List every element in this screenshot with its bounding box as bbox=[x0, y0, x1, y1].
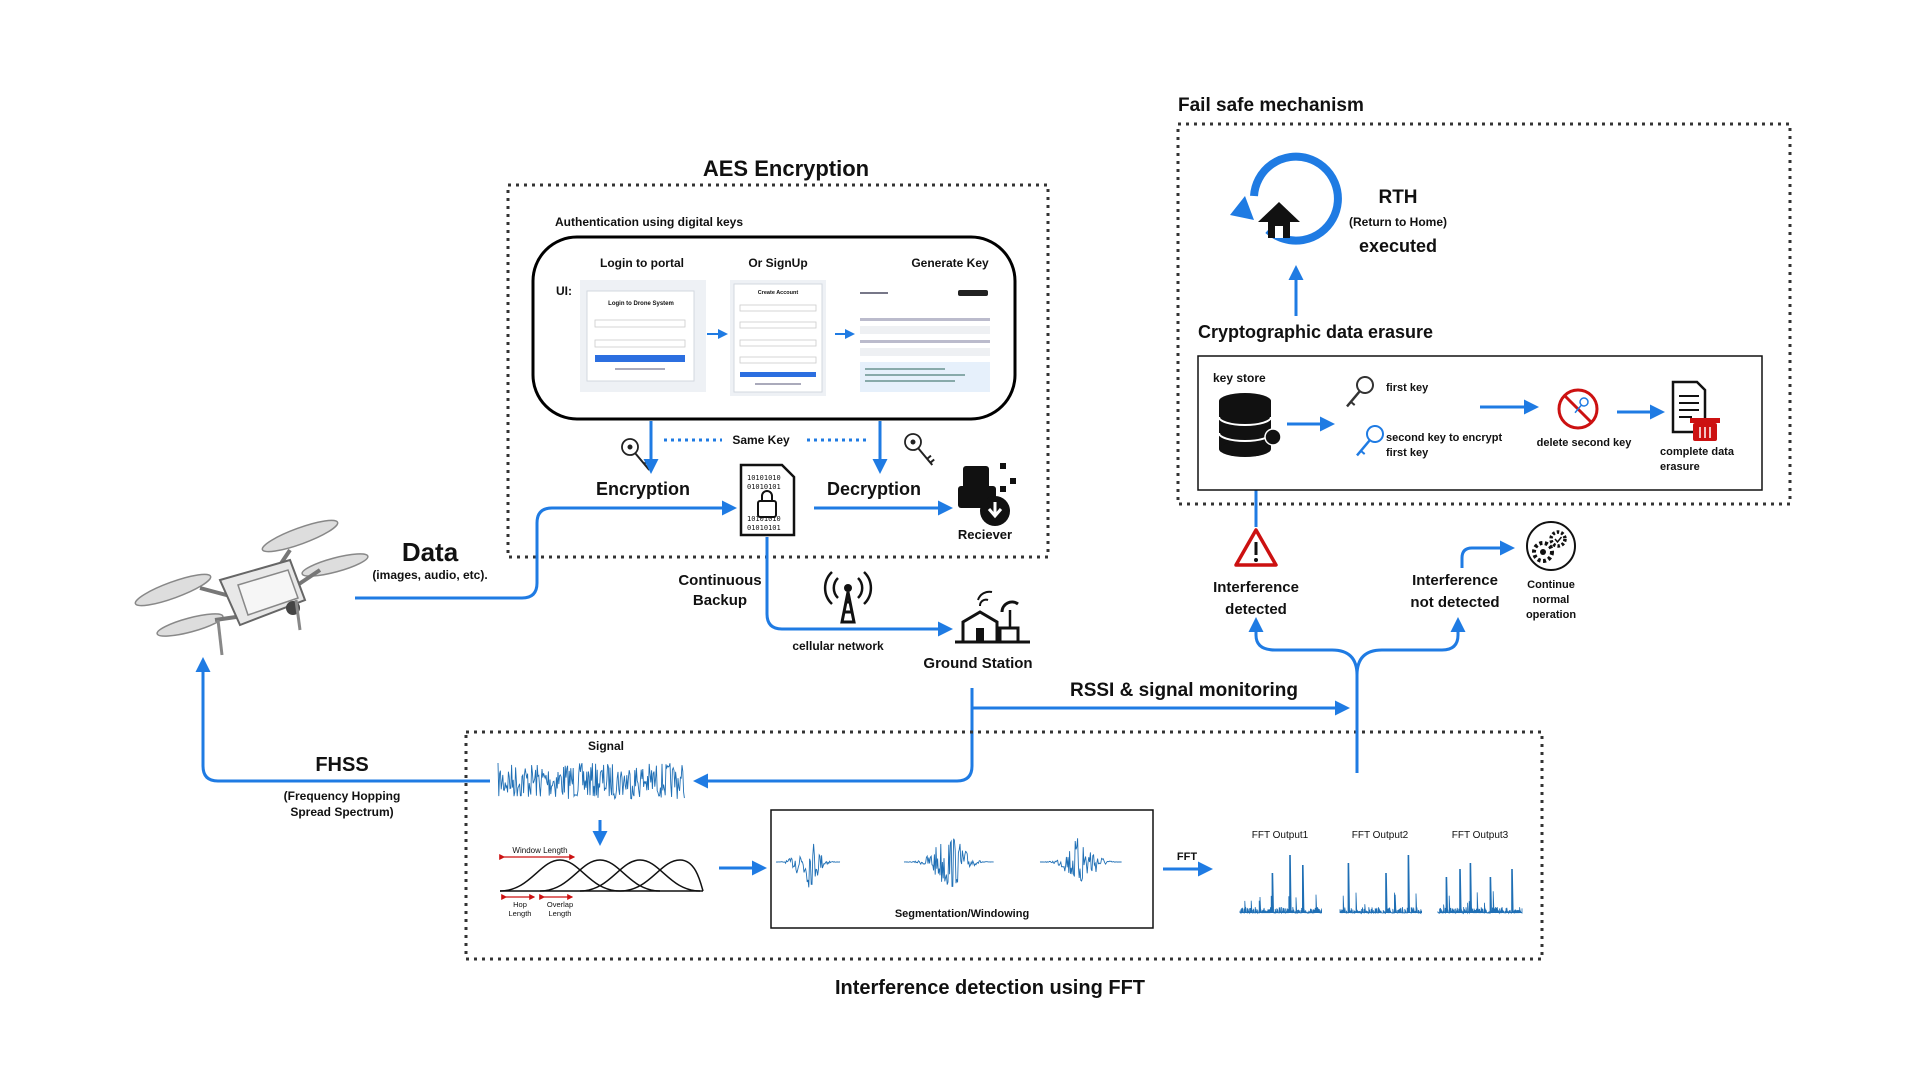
arrow-ground-to-signal bbox=[693, 688, 974, 789]
rth-label: RTH bbox=[1378, 187, 1417, 208]
failsafe-section: Fail safe mechanism RTH (Return to Home)… bbox=[1176, 95, 1792, 506]
fft-output2-spectrum bbox=[1339, 854, 1422, 915]
encryption-label: Encryption bbox=[596, 479, 690, 499]
drone-image bbox=[134, 519, 369, 656]
executed-label: executed bbox=[1359, 236, 1437, 256]
interference-detected-2: detected bbox=[1225, 601, 1287, 618]
erasure-title: Cryptographic data erasure bbox=[1198, 322, 1433, 342]
fft-section: Signal Window Length Hop Length Overlap … bbox=[464, 730, 1544, 961]
ground-station-icon bbox=[955, 590, 1030, 644]
continue-3: operation bbox=[1526, 609, 1576, 621]
segmentation-box bbox=[770, 809, 1154, 929]
complete-erasure-2: erasure bbox=[1660, 461, 1700, 473]
hop-label-1: Hop bbox=[513, 900, 527, 909]
receiver-icon bbox=[958, 463, 1016, 526]
continue-2: normal bbox=[1533, 594, 1570, 606]
database-icon bbox=[1218, 393, 1282, 457]
svg-text:10101010: 10101010 bbox=[747, 515, 781, 523]
fft-output-spectra bbox=[1239, 854, 1523, 915]
interference-detected-1: Interference bbox=[1213, 579, 1299, 596]
window-illustration bbox=[499, 854, 704, 900]
ui-label: UI: bbox=[556, 284, 572, 298]
warning-icon bbox=[1234, 528, 1278, 567]
same-key-label: Same Key bbox=[732, 433, 790, 447]
arrow-not-detected-to-continue bbox=[1460, 540, 1515, 568]
arrow-fhss-to-drone bbox=[195, 657, 490, 783]
arrow-backup-to-ground bbox=[765, 537, 953, 637]
ground-station-label: Ground Station bbox=[923, 655, 1032, 672]
document-erase-icon bbox=[1671, 380, 1720, 441]
delete-key-icon bbox=[1557, 388, 1599, 430]
first-key-icon bbox=[1346, 376, 1374, 408]
fft-dotted-frame bbox=[464, 730, 1544, 961]
cell-tower-icon bbox=[823, 571, 873, 624]
fhss-sub-2: Spread Spectrum) bbox=[290, 805, 393, 819]
rssi-label: RSSI & signal monitoring bbox=[1070, 680, 1298, 701]
continue-1: Continue bbox=[1527, 579, 1575, 591]
failsafe-title: Fail safe mechanism bbox=[1178, 95, 1364, 116]
col-signup-label: Or SignUp bbox=[748, 256, 807, 270]
login-screenshot: Login to Drone System bbox=[580, 280, 706, 392]
decryption-label: Decryption bbox=[827, 479, 921, 499]
second-key-label-1: second key to encrypt bbox=[1386, 432, 1502, 444]
failsafe-dotted-frame bbox=[1176, 122, 1792, 506]
receiver-label: Reciever bbox=[958, 527, 1012, 542]
delete-second-key-label: delete second key bbox=[1537, 437, 1633, 449]
fft-arrow-label: FFT bbox=[1177, 851, 1197, 863]
fft-section-title: Interference detection using FFT bbox=[835, 977, 1145, 999]
arrow-data-to-encryption bbox=[355, 506, 560, 600]
signal-wave-path bbox=[497, 762, 685, 800]
fhss-sub-1: (Frequency Hopping bbox=[284, 789, 401, 803]
interference-not-detected-2: not detected bbox=[1410, 594, 1499, 611]
signup-screenshot: Create Account bbox=[730, 280, 826, 396]
backup-label-1: Continuous bbox=[678, 572, 761, 589]
signal-label: Signal bbox=[588, 739, 624, 753]
login-card-title: Login to Drone System bbox=[608, 301, 674, 307]
svg-text:01010101: 01010101 bbox=[747, 483, 781, 491]
second-key-icon bbox=[1356, 425, 1384, 457]
overlap-label-1: Overlap bbox=[547, 900, 573, 909]
col-login-label: Login to portal bbox=[600, 256, 684, 270]
col-generate-label: Generate Key bbox=[911, 256, 989, 270]
complete-erasure-1: complete data bbox=[1660, 446, 1735, 458]
fhss-title: FHSS bbox=[315, 754, 368, 776]
svg-text:01010101: 01010101 bbox=[747, 524, 781, 532]
aes-encryption-section: AES Encryption Authentication using digi… bbox=[506, 156, 1050, 559]
overlap-label-2: Length bbox=[549, 909, 572, 918]
gears-icon bbox=[1526, 521, 1576, 571]
generate-key-screenshot bbox=[856, 284, 990, 394]
interference-not-detected-1: Interference bbox=[1412, 572, 1498, 589]
fft-output3-spectrum bbox=[1437, 862, 1523, 915]
signal-waveform bbox=[497, 762, 685, 800]
branch-flow-right bbox=[1355, 617, 1466, 676]
rth-sub-label: (Return to Home) bbox=[1349, 215, 1447, 229]
hop-label-2: Length bbox=[509, 909, 532, 918]
segment-wave-3 bbox=[1039, 838, 1122, 882]
auth-title: Authentication using digital keys bbox=[555, 215, 743, 229]
first-key-label: first key bbox=[1386, 382, 1429, 394]
data-title: Data bbox=[402, 537, 459, 567]
fft-output1-spectrum bbox=[1239, 854, 1322, 915]
segment-wave-1 bbox=[775, 843, 841, 888]
fft-output2-label: FFT Output2 bbox=[1352, 830, 1409, 841]
segment-waveforms bbox=[775, 838, 1122, 888]
svg-text:10101010: 10101010 bbox=[747, 474, 781, 482]
key-store-label: key store bbox=[1213, 371, 1266, 385]
fft-output1-label: FFT Output1 bbox=[1252, 830, 1309, 841]
key-icon-right bbox=[904, 433, 935, 466]
data-subtitle: (images, audio, etc). bbox=[372, 568, 487, 582]
signup-card-title: Create Account bbox=[758, 290, 799, 296]
return-home-icon bbox=[1230, 152, 1342, 245]
fft-output3-label: FFT Output3 bbox=[1452, 830, 1509, 841]
aes-title: AES Encryption bbox=[703, 156, 869, 181]
segment-wave-2 bbox=[903, 838, 994, 887]
encrypted-file-icon: 10101010 01010101 10101010 01010101 bbox=[739, 463, 796, 537]
branch-flow bbox=[1248, 617, 1359, 773]
second-key-label-2: first key bbox=[1386, 447, 1429, 459]
segmentation-label: Segmentation/Windowing bbox=[895, 908, 1029, 920]
backup-label-2: Backup bbox=[693, 592, 747, 609]
cellular-label: cellular network bbox=[792, 639, 884, 653]
window-length-label: Window Length bbox=[512, 846, 567, 855]
